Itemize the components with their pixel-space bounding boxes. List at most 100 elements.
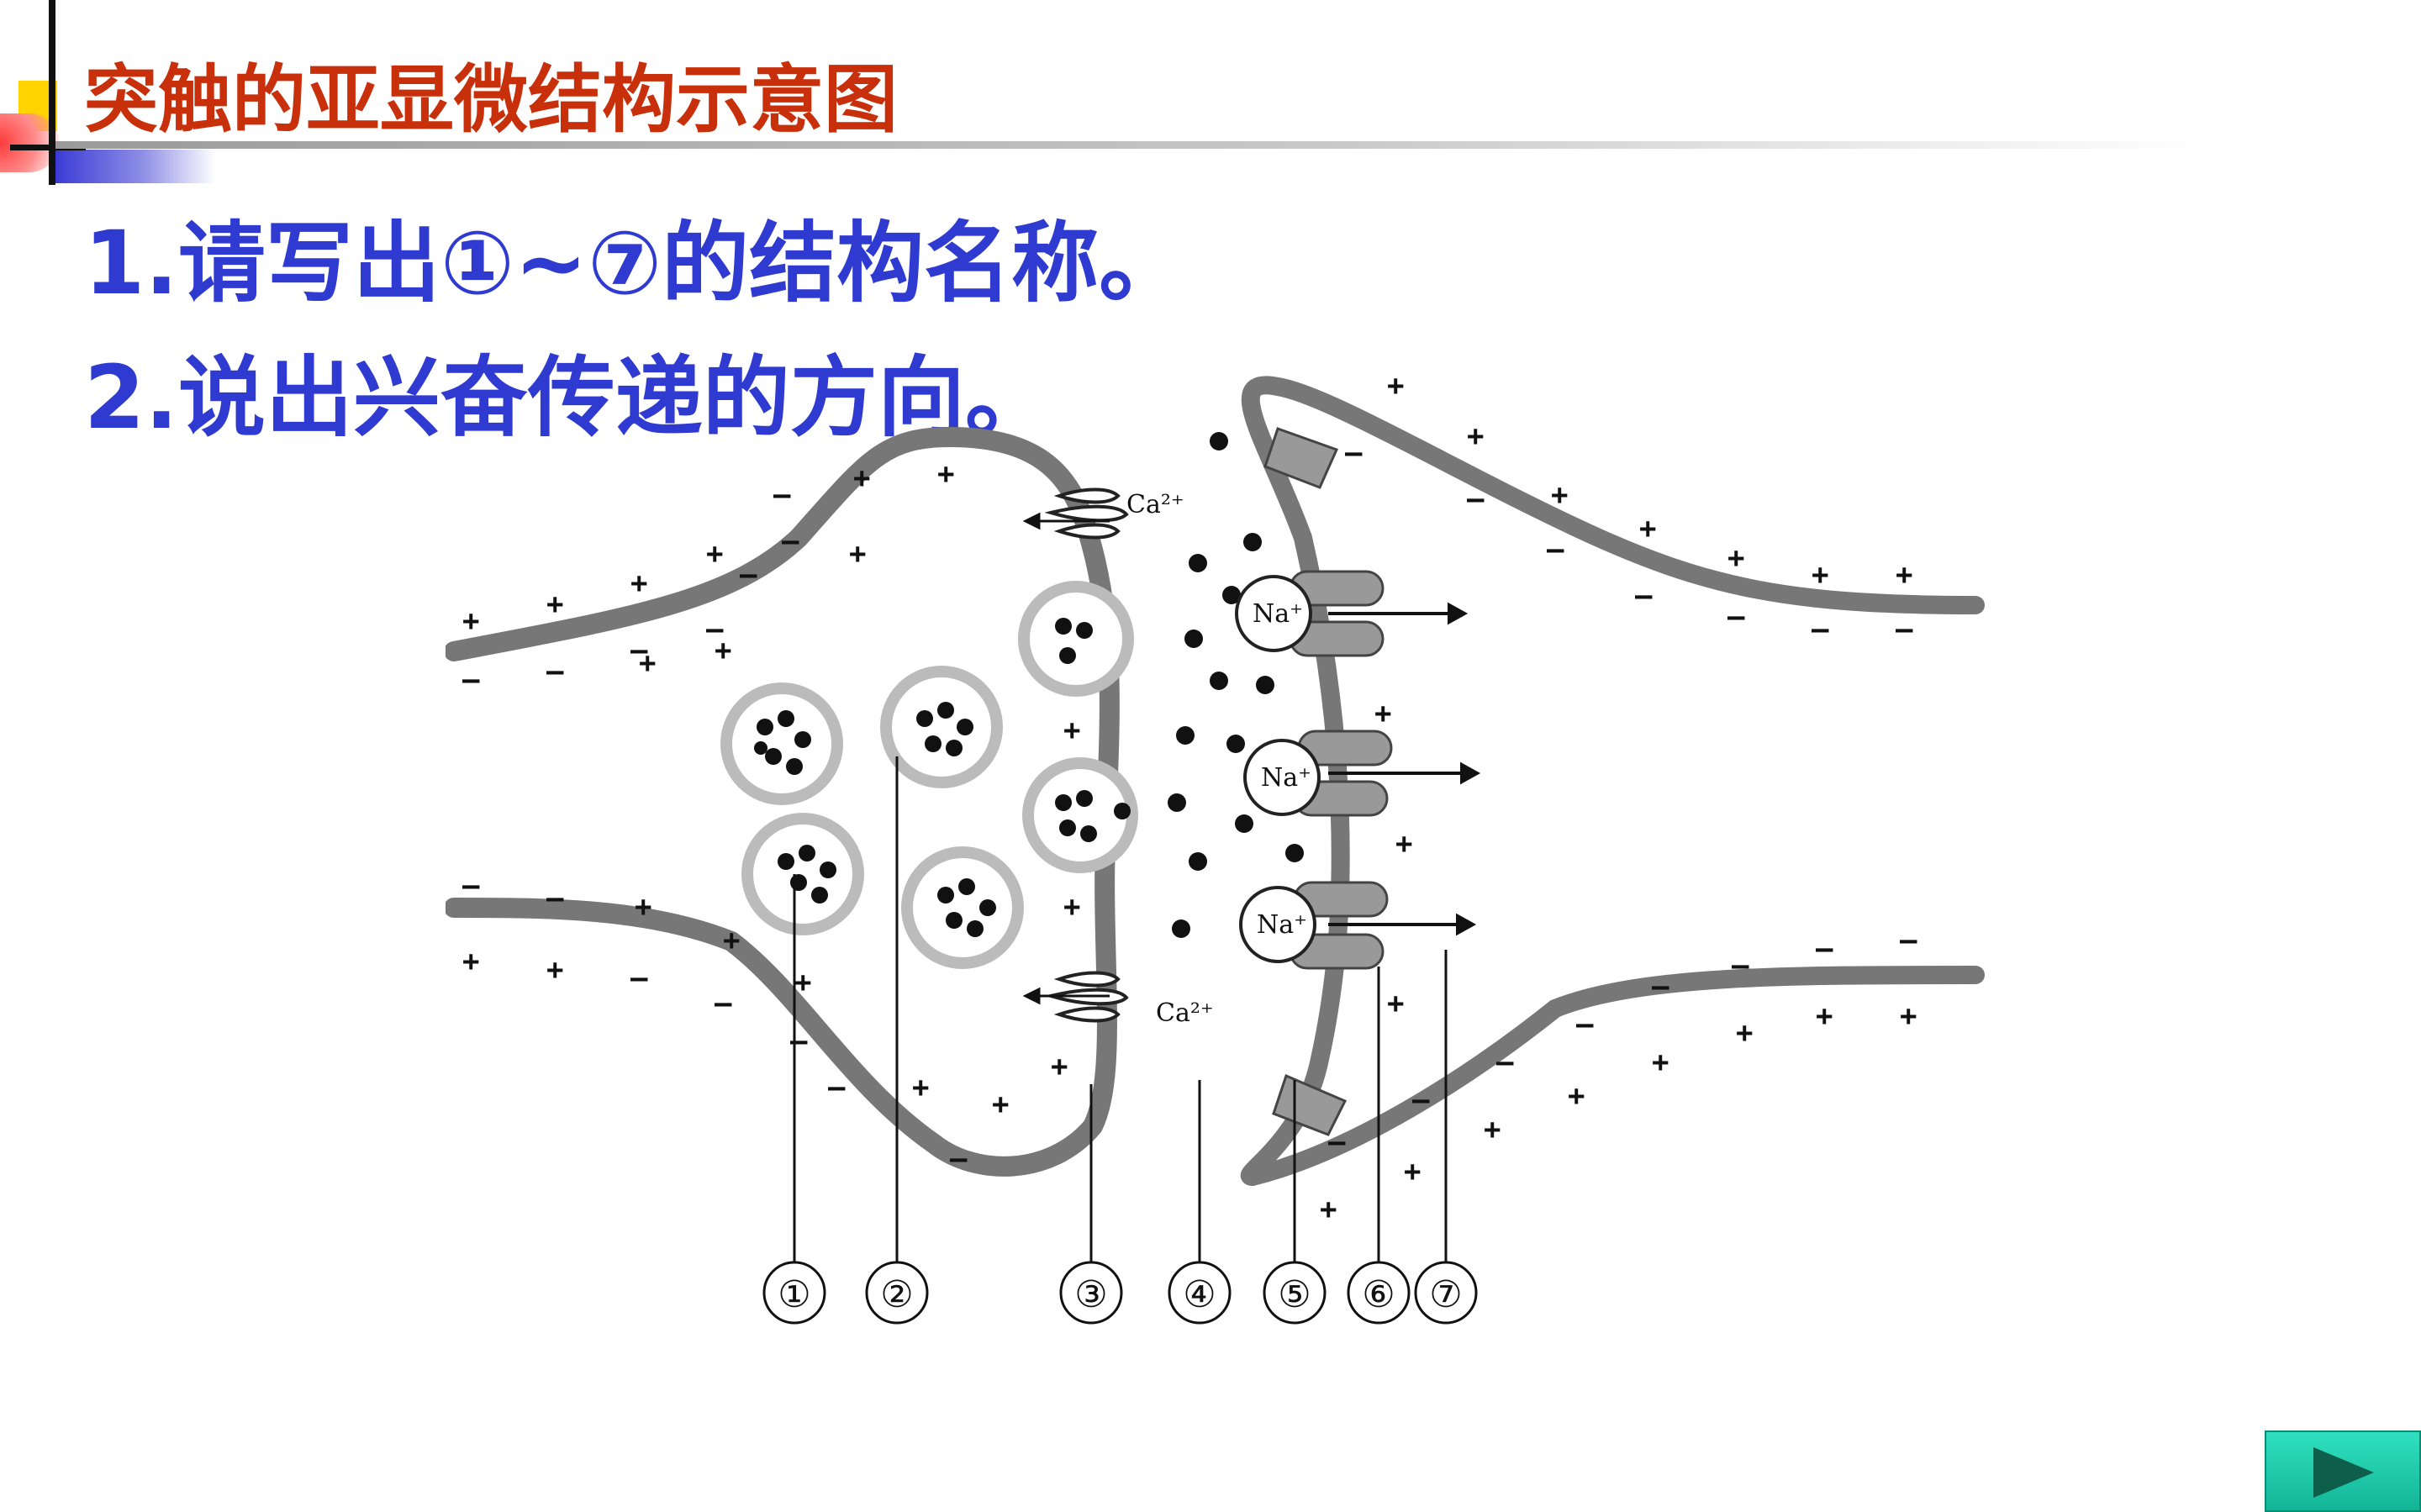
svg-text:–: – [1896, 613, 1913, 646]
corner-horizontal-line [10, 145, 86, 150]
calcium-channels [1044, 487, 1129, 1023]
svg-text:–: – [546, 655, 564, 688]
svg-text:+: + [1387, 370, 1404, 403]
label-1: ① [778, 1273, 810, 1316]
play-next-icon [2313, 1447, 2374, 1498]
svg-text:+: + [723, 924, 740, 957]
svg-text:+: + [635, 890, 651, 924]
svg-text:+: + [1900, 999, 1917, 1033]
vesicle [720, 682, 843, 805]
membrane-charges: ++++ –––– –+++ ––++ ––++ ++–– +––+ +–++ … [462, 370, 1917, 1226]
postsynaptic-membrane [1240, 376, 1985, 1187]
svg-text:–: – [1635, 579, 1653, 613]
svg-text:+: + [849, 537, 866, 571]
svg-text:–: – [790, 1025, 808, 1058]
slide-title: 突触的亚显微结构示意图 [84, 56, 899, 143]
vesicle [1018, 581, 1134, 697]
svg-text:–: – [1732, 949, 1749, 983]
svg-text:–: – [1900, 924, 1917, 957]
sodium-label: Na⁺ [1257, 910, 1307, 940]
label-3: ③ [1074, 1273, 1107, 1316]
svg-text:–: – [1496, 1046, 1514, 1079]
svg-text:+: + [794, 966, 811, 999]
svg-text:+: + [1639, 512, 1656, 545]
corner-vertical-line [49, 0, 55, 185]
svg-text:+: + [1051, 1050, 1068, 1083]
svg-text:–: – [1576, 1008, 1594, 1041]
svg-text:–: – [546, 882, 564, 915]
svg-text:+: + [853, 461, 870, 495]
sodium-label: Na⁺ [1253, 599, 1303, 629]
sodium-label: Na⁺ [1261, 763, 1311, 793]
synapse-diagram: Ca²⁺ Ca²⁺ Na⁺ Na⁺ Na⁺ ++++ –––– –+++ ––+… [446, 370, 1985, 1325]
svg-text:–: – [1547, 533, 1564, 566]
vesicle [1022, 757, 1138, 873]
svg-text:–: – [630, 961, 648, 995]
svg-text:–: – [706, 613, 724, 646]
label-4: ④ [1183, 1273, 1216, 1316]
neurotransmitter-molecules [754, 432, 1304, 938]
calcium-label: Ca²⁺ [1156, 998, 1214, 1028]
svg-text:+: + [715, 634, 731, 667]
svg-text:–: – [740, 558, 757, 592]
svg-text:+: + [1467, 419, 1484, 453]
question-1: 1.请写出①~⑦的结构名称。 [84, 212, 1187, 314]
calcium-label: Ca²⁺ [1126, 490, 1184, 519]
svg-text:+: + [462, 604, 479, 638]
svg-text:+: + [1404, 1155, 1421, 1188]
svg-text:–: – [782, 524, 799, 558]
svg-text:–: – [1812, 613, 1829, 646]
svg-text:+: + [1727, 541, 1744, 575]
svg-text:+: + [706, 537, 723, 571]
svg-text:+: + [1568, 1079, 1585, 1113]
svg-text:+: + [1812, 558, 1828, 592]
next-slide-button[interactable] [2265, 1430, 2421, 1512]
label-6: ⑥ [1362, 1273, 1395, 1316]
vesicle [901, 846, 1024, 969]
label-2: ② [880, 1273, 913, 1316]
svg-text:+: + [1816, 999, 1833, 1033]
svg-text:–: – [1727, 600, 1745, 634]
svg-text:+: + [1320, 1193, 1337, 1226]
svg-text:–: – [630, 634, 648, 667]
svg-text:+: + [639, 646, 656, 680]
svg-text:–: – [1816, 932, 1833, 966]
receptor-proteins [1263, 427, 1393, 1136]
svg-text:–: – [1412, 1083, 1430, 1117]
label-circles [762, 1261, 1478, 1325]
svg-text:–: – [462, 663, 480, 697]
svg-text:+: + [1374, 697, 1391, 730]
svg-text:+: + [1551, 478, 1568, 512]
svg-text:+: + [1736, 1016, 1753, 1050]
corner-blue-bar [55, 150, 215, 183]
leader-lines [793, 756, 1448, 1282]
svg-text:+: + [992, 1088, 1009, 1121]
svg-text:–: – [462, 869, 480, 903]
svg-text:+: + [937, 457, 954, 491]
svg-text:–: – [1467, 482, 1485, 516]
svg-text:–: – [828, 1071, 846, 1104]
svg-text:+: + [1652, 1046, 1669, 1079]
svg-text:+: + [1484, 1113, 1501, 1146]
svg-text:+: + [1387, 987, 1404, 1020]
svg-text:+: + [462, 945, 479, 978]
title-underline [55, 141, 2207, 149]
svg-text:+: + [912, 1071, 929, 1104]
sodium-arrows [1328, 602, 1481, 936]
svg-text:–: – [715, 987, 732, 1020]
svg-text:+: + [1395, 827, 1412, 861]
label-5: ⑤ [1278, 1273, 1311, 1316]
svg-text:–: – [1345, 436, 1363, 470]
svg-text:–: – [1652, 970, 1669, 1004]
calcium-arrows [1022, 512, 1110, 1005]
svg-text:–: – [1328, 1125, 1346, 1159]
svg-text:+: + [1896, 558, 1912, 592]
svg-text:+: + [546, 587, 563, 621]
svg-text:+: + [630, 566, 647, 600]
svg-text:–: – [950, 1142, 968, 1176]
vesicle [741, 813, 864, 935]
svg-text:+: + [1063, 714, 1080, 747]
svg-text:+: + [546, 953, 563, 987]
synaptic-vesicles [720, 581, 1138, 969]
sodium-circles [1235, 575, 1321, 963]
